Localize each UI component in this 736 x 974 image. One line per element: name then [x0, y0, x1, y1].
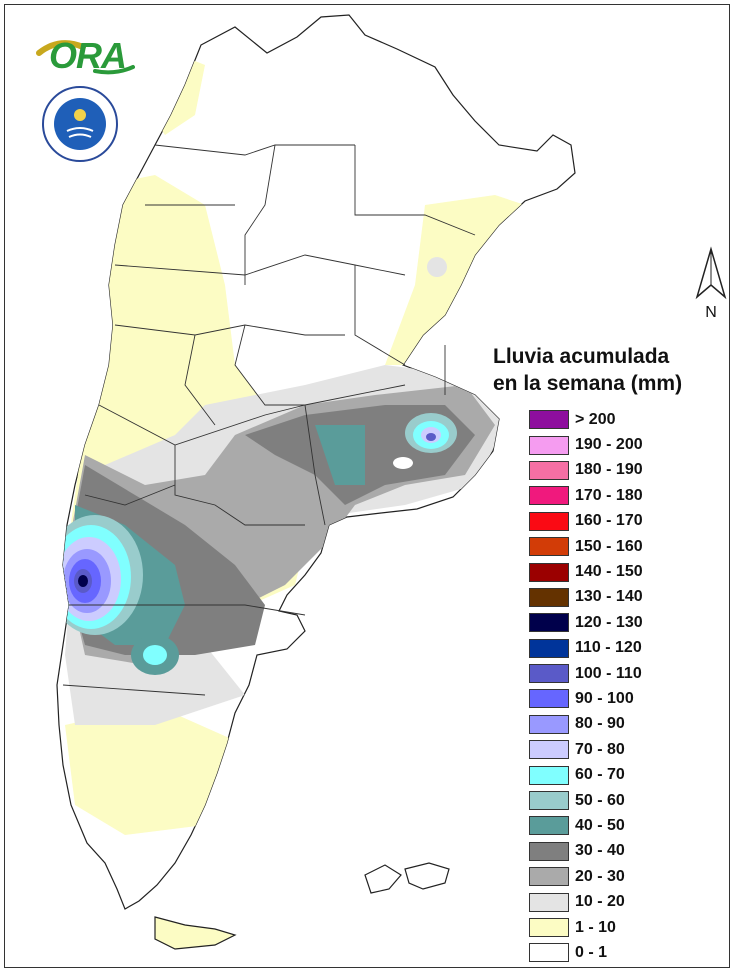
legend-row: 170 - 180: [529, 483, 729, 508]
legend-swatch: [529, 460, 569, 480]
legend-label: 70 - 80: [575, 740, 625, 758]
rainfall-map: [56, 14, 576, 950]
legend-label: 1 - 10: [575, 918, 616, 936]
legend-row: 130 - 140: [529, 585, 729, 610]
legend-swatch: [529, 918, 569, 937]
legend-row: 50 - 60: [529, 788, 729, 813]
legend-row: 100 - 110: [529, 661, 729, 686]
legend-label: 60 - 70: [575, 766, 625, 784]
legend-label: 180 - 190: [575, 461, 643, 479]
legend-label: 120 - 130: [575, 613, 643, 631]
legend: Lluvia acumulada en la semana (mm) > 200…: [493, 343, 729, 966]
legend-swatch: [529, 511, 569, 531]
legend-swatch: [529, 562, 569, 582]
legend-swatch: [529, 765, 569, 785]
legend-row: 60 - 70: [529, 762, 729, 787]
legend-swatch: [529, 892, 569, 912]
legend-row: 160 - 170: [529, 509, 729, 534]
legend-title-line2: en la semana (mm): [493, 372, 683, 395]
ora-logo: [36, 40, 135, 75]
legend-swatch: [529, 486, 569, 506]
legend-label: 40 - 50: [575, 816, 625, 834]
malvinas-islands: [364, 862, 450, 894]
legend-row: 110 - 120: [529, 636, 729, 661]
legend-swatch: [529, 435, 569, 455]
legend-swatch: [529, 638, 569, 658]
legend-label: 50 - 60: [575, 791, 625, 809]
legend-row: 30 - 40: [529, 839, 729, 864]
legend-swatch: [529, 791, 569, 811]
legend-swatch: [529, 689, 569, 709]
north-label: N: [705, 304, 717, 321]
tierra-del-fuego: [154, 916, 237, 950]
legend-label: 10 - 20: [575, 893, 625, 911]
legend-row: 20 - 30: [529, 864, 729, 889]
legend-label: 140 - 150: [575, 563, 643, 581]
north-arrow: N: [695, 246, 727, 321]
legend-swatch: [529, 410, 569, 430]
legend-label: 100 - 110: [575, 664, 642, 682]
legend-row: 140 - 150: [529, 559, 729, 584]
legend-label: 30 - 40: [575, 842, 625, 860]
smn-seal: [42, 86, 118, 162]
legend-label: 150 - 160: [575, 537, 643, 555]
legend-label: 0 - 1: [575, 943, 608, 961]
legend-row: 180 - 190: [529, 458, 729, 483]
legend-row: 0 - 1: [529, 940, 729, 965]
legend-row: 120 - 130: [529, 610, 729, 635]
legend-swatch: [529, 613, 569, 633]
legend-row: 90 - 100: [529, 686, 729, 711]
province-boundaries: [62, 144, 476, 696]
legend-row: 150 - 160: [529, 534, 729, 559]
legend-label: 110 - 120: [575, 639, 642, 657]
legend-title-line1: Lluvia acumulada: [493, 345, 670, 368]
legend-row: > 200: [529, 407, 729, 432]
ora-logo-text: ORA: [49, 35, 127, 76]
legend-row: 80 - 90: [529, 712, 729, 737]
legend-row: 1 - 10: [529, 915, 729, 940]
legend-label: 80 - 90: [575, 715, 625, 733]
legend-swatch: [529, 587, 569, 607]
legend-label: 90 - 100: [575, 689, 634, 707]
legend-label: > 200: [575, 410, 616, 428]
legend-row: 40 - 50: [529, 813, 729, 838]
legend-label: 170 - 180: [575, 486, 643, 504]
legend-label: 20 - 30: [575, 867, 625, 885]
legend-label: 160 - 170: [575, 512, 643, 530]
legend-row: 190 - 200: [529, 432, 729, 457]
legend-label: 130 - 140: [575, 588, 643, 606]
legend-swatch: [529, 943, 569, 963]
legend-swatch: [529, 714, 569, 734]
legend-row: 10 - 20: [529, 889, 729, 914]
legend-swatch: [529, 537, 569, 557]
legend-swatch: [529, 816, 569, 836]
legend-swatch: [529, 664, 569, 684]
legend-swatch: [529, 841, 569, 861]
legend-row: 70 - 80: [529, 737, 729, 762]
legend-swatch: [529, 867, 569, 887]
legend-label: 190 - 200: [575, 436, 643, 454]
legend-list: > 200 190 - 200 180 - 190 170 - 180 160 …: [529, 407, 729, 966]
legend-swatch: [529, 740, 569, 760]
map-frame: ORA N Lluvia acumulada en la semana (mm)…: [4, 4, 730, 968]
